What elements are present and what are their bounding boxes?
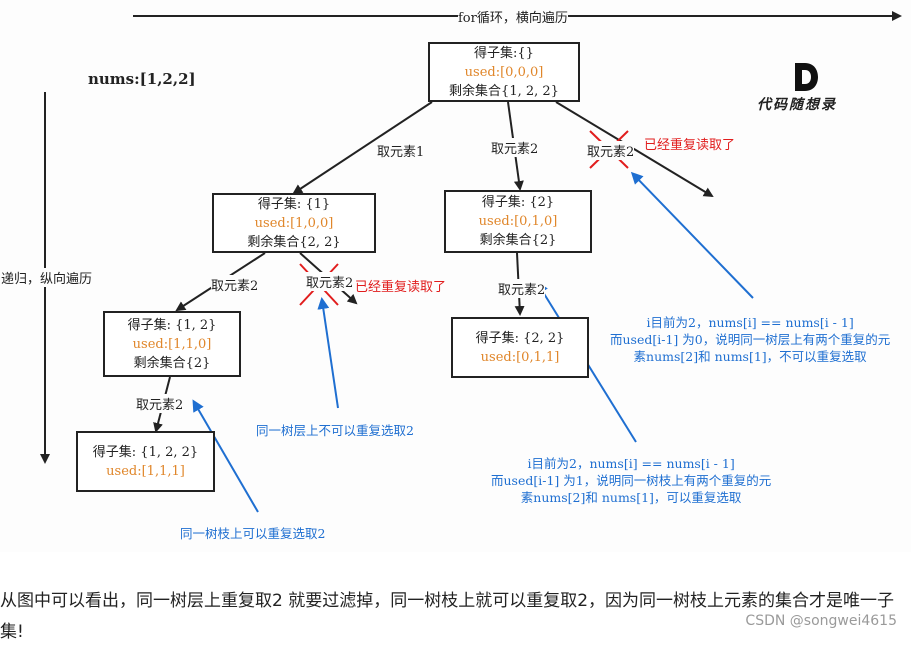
tree-node-1-2: 得子集: {1, 2} used:[1,1,0] 剩余集合{2}: [103, 311, 241, 377]
edge-label-take2-n12: 取元素2: [136, 394, 184, 413]
node-remaining: 剩余集合{2}: [479, 233, 557, 248]
watermark: CSDN @songwei4615: [745, 613, 897, 629]
logo-text: 代码随想录: [757, 97, 837, 113]
tree-node-2-2: 得子集: {2, 2} used:[0,1,1]: [451, 317, 589, 378]
pointer-layer-root: [630, 171, 754, 299]
tree-node-1-2-2: 得子集: {1, 2, 2} used:[1,1,1]: [76, 431, 215, 492]
note-layer-explain: i目前为2，nums[i] == nums[i - 1] 而used[i-1] …: [610, 314, 890, 365]
pointer-branch-n12: [192, 399, 259, 513]
note-line: i目前为2，nums[i] == nums[i - 1]: [646, 315, 854, 330]
note-line: 素nums[2]和 nums[1]，不可以重复选取: [633, 349, 867, 364]
pointer-layer-n1: [317, 297, 339, 409]
edge-root-n1: [292, 101, 433, 195]
node-subset: 得子集:{}: [474, 45, 534, 61]
article-caption: 从图中可以看出，同一树层上重复取2 就要过滤掉，同一树枝上就可以重复取2，因为同…: [0, 591, 895, 642]
edge-label-take2-n1-pruned: 取元素2: [306, 272, 354, 291]
tree-node-root: 得子集:{} used:[0,0,0] 剩余集合{1, 2, 2}: [428, 42, 580, 102]
edge-label-take2-pruned: 取元素2: [587, 141, 635, 160]
node-subset: 得子集: {2, 2}: [475, 330, 565, 346]
note-line: i目前为2，nums[i] == nums[i - 1]: [527, 456, 735, 471]
node-subset: 得子集: {1, 2}: [127, 317, 217, 333]
note-line: 而used[i-1] 为0，说明同一树层上有两个重复的元: [610, 332, 891, 347]
note-same-layer: 同一树层上不可以重复选取2: [256, 423, 414, 438]
node-used: used:[0,1,0]: [478, 214, 558, 229]
vertical-axis-label: 递归，纵向遍历: [1, 268, 93, 287]
node-used: used:[0,0,0]: [464, 64, 544, 80]
node-subset: 得子集: {1}: [257, 196, 331, 212]
tree-node-2: 得子集: {2} used:[0,1,0] 剩余集合{2}: [444, 190, 592, 253]
node-remaining: 剩余集合{2}: [133, 355, 211, 371]
edge-label-take2-n2: 取元素2: [498, 279, 546, 298]
note-same-branch: 同一树枝上可以重复选取2: [180, 526, 326, 541]
horizontal-axis-label: for循环，横向遍历: [458, 7, 568, 26]
note-line: 而used[i-1] 为1，说明同一树枝上有两个重复的元: [491, 473, 772, 488]
node-used: used:[1,0,0]: [254, 215, 334, 231]
node-subset: 得子集: {2}: [481, 195, 555, 210]
node-subset: 得子集: {1, 2, 2}: [92, 444, 199, 460]
node-remaining: 剩余集合{2, 2}: [247, 234, 341, 250]
note-line: 素nums[2]和 nums[1]，可以重复选取: [520, 490, 742, 505]
note-branch-explain: i目前为2，nums[i] == nums[i - 1] 而used[i-1] …: [491, 455, 771, 506]
tree-node-1: 得子集: {1} used:[1,0,0] 剩余集合{2, 2}: [212, 193, 376, 253]
node-used: used:[1,1,0]: [132, 336, 212, 352]
edge-label-take2-n1: 取元素2: [211, 275, 259, 294]
node-used: used:[0,1,1]: [480, 349, 560, 365]
node-remaining: 剩余集合{1, 2, 2}: [449, 83, 559, 99]
reread-flag-root: 已经重复读取了: [644, 138, 736, 153]
node-used: used:[1,1,1]: [106, 463, 185, 479]
reread-flag-n1: 已经重复读取了: [355, 280, 447, 295]
edge-label-take2: 取元素2: [491, 138, 539, 157]
logo-icon: [795, 63, 818, 91]
edge-label-take1: 取元素1: [377, 141, 425, 160]
nums-label: nums:[1,2,2]: [88, 70, 196, 88]
